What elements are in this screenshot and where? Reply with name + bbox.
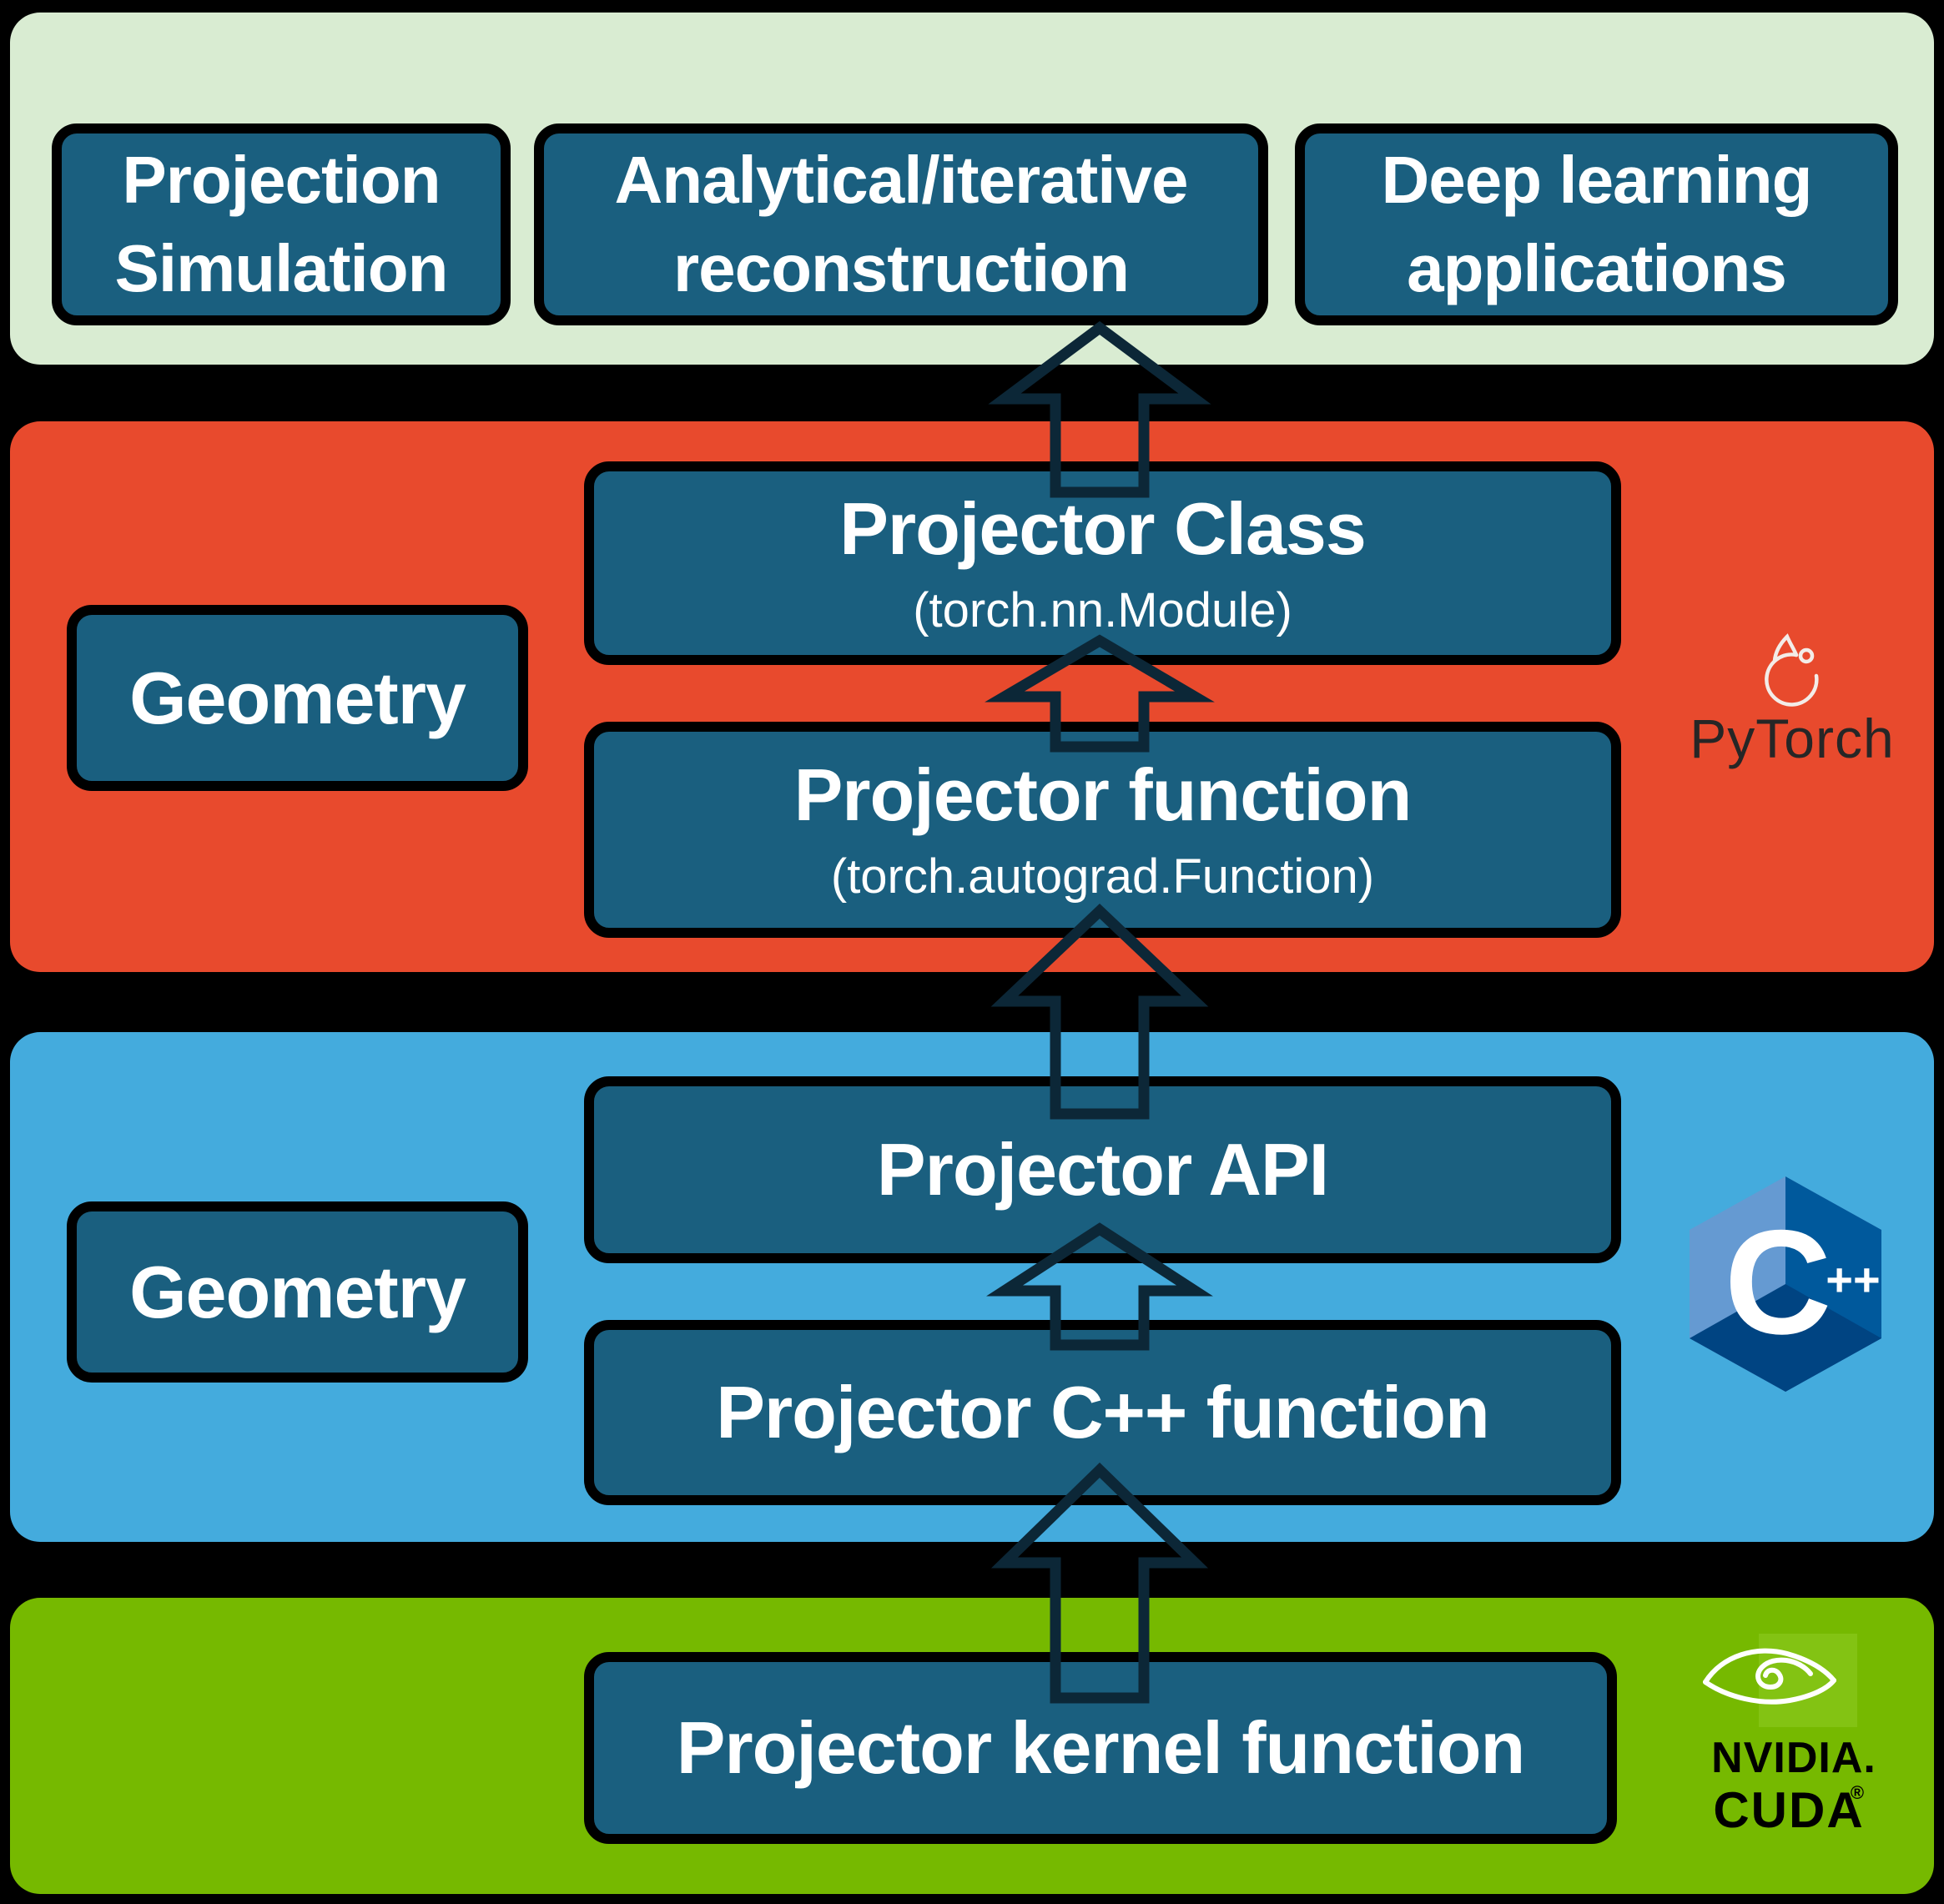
pytorch-flame-icon: [1765, 633, 1819, 707]
cpp-logo-icon: C ++: [1690, 1176, 1881, 1392]
projector-function-box: Projector function (torch.autograd.Funct…: [584, 722, 1621, 938]
analytical-iterative-reconstruction-box: Analytical/iterative reconstruction: [534, 123, 1268, 325]
box-label: Geometry: [129, 656, 466, 739]
box-label-line: Deep learning: [1381, 143, 1812, 218]
projector-class-box: Projector Class (torch.nn.Module): [584, 461, 1621, 665]
pytorch-wordmark: PyTorch: [1690, 708, 1894, 769]
nvidia-logo-square: [1759, 1634, 1857, 1727]
box-label: Projector C++ function: [716, 1371, 1490, 1454]
nvidia-eye-icon: [1703, 1648, 1836, 1705]
geometry-box-pytorch: Geometry: [67, 605, 528, 791]
box-label-line: Simulation: [114, 231, 449, 305]
nvidia-cuda-logo: NVIDIA. CUDA ®: [1703, 1634, 1876, 1838]
projector-api-box: Projector API: [584, 1076, 1621, 1263]
nvidia-wordmark: NVIDIA.: [1711, 1734, 1876, 1782]
box-label-line: Projection: [122, 143, 441, 218]
projection-simulation-box: Projection Simulation: [52, 123, 511, 325]
pytorch-logo: PyTorch: [1690, 633, 1894, 769]
box-sublabel: (torch.autograd.Function): [830, 849, 1375, 904]
box-sublabel: (torch.nn.Module): [913, 582, 1292, 637]
box-label-line: reconstruction: [672, 231, 1130, 305]
box-label: Projector function: [793, 753, 1413, 837]
box-label-line: Analytical/iterative: [614, 143, 1189, 218]
box-label: Geometry: [129, 1250, 466, 1333]
box-label-line: applications: [1407, 231, 1787, 305]
box-label: Projector Class: [839, 486, 1367, 570]
cuda-registered-mark: ®: [1851, 1782, 1864, 1803]
projector-cpp-function-box: Projector C++ function: [584, 1320, 1621, 1505]
deep-learning-applications-box: Deep learning applications: [1295, 123, 1898, 325]
cpp-logo-letter: C: [1725, 1199, 1832, 1365]
cpp-logo-plus: ++: [1826, 1253, 1880, 1306]
cuda-wordmark: CUDA: [1713, 1782, 1864, 1838]
projector-kernel-function-box: Projector kernel function: [584, 1652, 1617, 1844]
geometry-box-cpp: Geometry: [67, 1201, 528, 1383]
box-label: Projector API: [876, 1128, 1329, 1211]
box-label: Projector kernel function: [676, 1706, 1526, 1790]
